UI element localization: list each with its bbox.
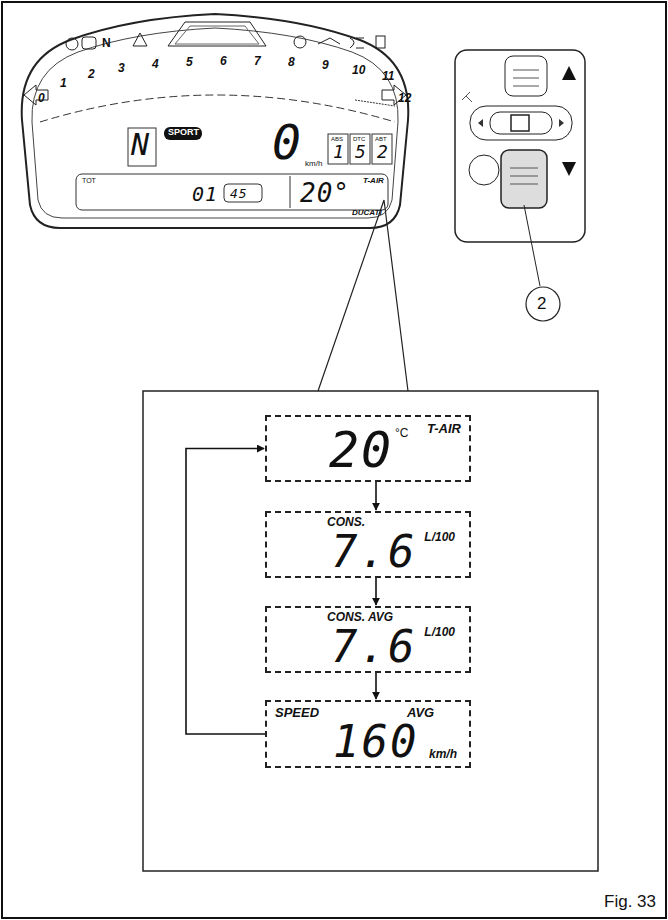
fuel-icon <box>376 36 385 48</box>
headlight-icon <box>350 38 364 48</box>
display-text: CONS. <box>327 516 365 528</box>
display-text: L/100 <box>424 626 455 638</box>
detail-frame <box>143 391 598 871</box>
dashboard-text: DUCATI <box>352 209 382 217</box>
joystick-center <box>511 115 529 131</box>
display-text: AVG <box>407 706 434 719</box>
oil-icon <box>318 38 340 44</box>
switch-marking <box>462 92 472 102</box>
dashboard-text: 10 <box>352 64 365 76</box>
dashboard-text: 1 <box>333 143 345 161</box>
dashboard-text: 8 <box>288 56 295 68</box>
dashboard-text: 5 <box>186 56 193 68</box>
clock-box <box>224 184 262 202</box>
cycle-arrow <box>375 578 377 605</box>
dashboard-text: 0 <box>272 118 302 166</box>
up-arrow-symbol <box>562 66 576 80</box>
dashboard-text: 1 <box>60 77 67 89</box>
setting-box <box>328 134 348 164</box>
mode-pill <box>164 127 202 140</box>
dashboard-bezel <box>22 14 409 228</box>
indicator-icon <box>82 37 96 49</box>
display-text: 7.6 <box>331 625 416 669</box>
callout-number: 2 <box>537 295 546 312</box>
button-ribs <box>510 168 538 184</box>
display-divider <box>290 176 291 208</box>
display-panel: 20°C T-AIR <box>265 415 471 482</box>
dashboard-text: 01 <box>192 184 218 204</box>
callout-circle <box>526 287 560 321</box>
display-text: CONS. AVG <box>327 611 393 623</box>
dashboard-text: ABT <box>375 136 387 142</box>
dashboard-inner-bezel <box>32 28 398 218</box>
indicator-icon <box>66 38 78 50</box>
warning-icon <box>133 33 147 46</box>
switch-block <box>455 50 585 242</box>
dashboard-text: N <box>102 37 111 49</box>
turn-left-icon <box>24 85 48 105</box>
round-button <box>469 155 499 185</box>
display-panel: SPEED AVG160 km/h <box>265 700 471 768</box>
setting-box <box>372 134 392 164</box>
dashboard-text: 5 <box>355 143 367 161</box>
dashboard-text: 2 <box>88 68 95 80</box>
cycle-arrow <box>375 673 377 699</box>
joystick-arrows <box>478 119 564 127</box>
display-panel: CONS. 7.6 L/100 <box>265 511 471 578</box>
dashboard-text: SPORT <box>168 128 199 137</box>
dashboard-text: 2 <box>377 143 389 161</box>
display-text: 20 <box>329 425 393 475</box>
display-text: T-AIR <box>427 422 461 435</box>
indicator-icon <box>294 36 306 48</box>
display-text: SPEED <box>275 706 319 719</box>
dashboard-text: DTC <box>353 136 365 142</box>
dashboard-text: ABS <box>331 136 343 142</box>
button-ribs <box>513 70 539 86</box>
leader-line <box>318 200 408 391</box>
down-button <box>501 150 547 208</box>
dashboard-text: 4 <box>152 58 159 70</box>
dashboard-text: 3 <box>118 62 125 74</box>
display-text: km/h <box>429 748 457 760</box>
dashboard-text: 9 <box>322 59 329 71</box>
lower-display <box>76 174 388 210</box>
dashboard-text: TOT <box>82 177 96 184</box>
shift-light-bar <box>175 26 259 44</box>
dashboard-text: 6 <box>220 55 227 67</box>
callout-leader <box>524 205 540 286</box>
joystick <box>470 106 572 140</box>
dashboard-text: km/h <box>305 160 322 168</box>
dashboard-text: 11 <box>382 70 394 82</box>
dashboard-text: 20° <box>300 180 350 206</box>
cycle-arrow <box>375 482 377 510</box>
down-arrow-symbol <box>562 162 576 176</box>
display-text: 7.6 <box>331 530 416 574</box>
dashboard-text: 7 <box>254 55 261 67</box>
dashboard-text: T-AIR <box>363 177 384 185</box>
shift-light-bar <box>168 22 266 46</box>
redline-mark <box>355 100 395 106</box>
dashboard-text: 45 <box>230 187 248 200</box>
gear-box <box>128 128 156 166</box>
up-button <box>505 56 547 96</box>
dashboard-text: 12 <box>398 92 411 104</box>
dashboard-text: 0 <box>38 92 45 104</box>
figure-caption: Fig. 33 <box>604 893 656 910</box>
joystick-inner <box>490 112 552 134</box>
display-text: °C <box>395 427 408 439</box>
display-text: 160 <box>333 720 418 764</box>
tacho-scale <box>40 95 395 122</box>
dashboard-text: N <box>131 130 150 160</box>
display-text: L/100 <box>424 531 455 543</box>
display-panel: CONS. AVG 7.6 L/100 <box>265 606 471 673</box>
cycle-arrow <box>186 449 265 735</box>
setting-box <box>350 134 370 164</box>
